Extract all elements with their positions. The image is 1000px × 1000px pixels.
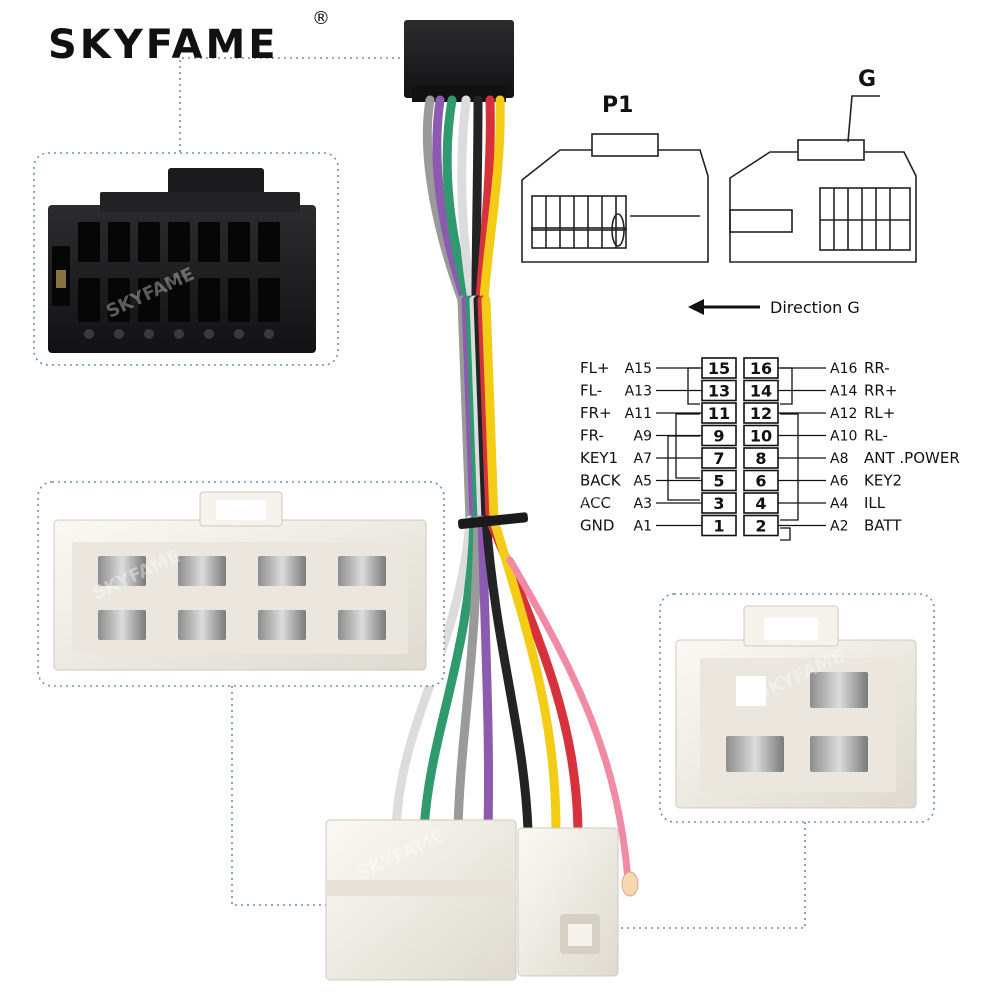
pin-name-right: ILL (864, 494, 886, 512)
pin-code-right: A12 (830, 406, 857, 422)
pin-number-right: 2 (755, 517, 766, 536)
pin-name-left: FL+ (580, 359, 610, 377)
pin-code-right: A16 (830, 361, 857, 377)
pin-code-left: A15 (625, 361, 652, 377)
pin-code-left: A9 (634, 429, 652, 445)
pin-number-right: 16 (750, 359, 772, 378)
brand-logo: SKYFAME (48, 22, 279, 68)
pin-number-right: 6 (755, 472, 766, 491)
pin-number-left: 7 (713, 449, 724, 468)
callout-lines (179, 57, 806, 929)
pin-number-left: 15 (708, 359, 730, 378)
pin-code-right: A10 (830, 429, 857, 445)
pin-number-right: 10 (750, 427, 772, 446)
cable-white-connector-small (517, 827, 619, 977)
pin-number-left: 3 (713, 494, 724, 513)
pin-jumper-line (780, 367, 793, 405)
cable-white-connector-large (325, 819, 517, 981)
pin-number-right: 14 (750, 382, 772, 401)
label-p1: P1 (602, 93, 633, 118)
pin-name-left: FL- (580, 382, 602, 400)
pin-name-left: KEY1 (580, 449, 618, 467)
pin-jumper-line (780, 413, 799, 521)
pin-code-right: A2 (830, 519, 848, 535)
pin-code-left: A3 (634, 496, 652, 512)
pin-code-left: A1 (634, 519, 652, 535)
pin-number-left: 1 (713, 517, 724, 536)
black-connector-photo (33, 152, 339, 366)
pin-number-left: 13 (708, 382, 730, 401)
connector-g-drawing (729, 95, 917, 263)
pin-name-left: FR- (580, 427, 604, 445)
pin-name-right: RR- (864, 359, 890, 377)
pin-name-left: FR+ (580, 404, 612, 422)
pin-number-left: 5 (713, 472, 724, 491)
pin-number-left: 11 (708, 404, 730, 423)
white-connector-large-photo (37, 481, 445, 687)
pin-code-left: A5 (634, 474, 652, 490)
label-g: G (858, 67, 876, 92)
pin-jumper-line (675, 413, 700, 479)
white-connector-small-photo (659, 593, 935, 823)
pin-number-right: 12 (750, 404, 772, 423)
pin-code-right: A14 (830, 384, 857, 400)
pin-number-right: 8 (755, 449, 766, 468)
pin-code-right: A6 (830, 474, 849, 490)
pin-name-right: RL- (864, 427, 888, 445)
wire-bundle (391, 95, 632, 884)
pin-name-right: RL+ (864, 404, 895, 422)
pin-name-right: RR+ (864, 382, 897, 400)
pin-code-left: A11 (625, 406, 652, 422)
pin-code-right: A8 (830, 451, 848, 467)
pin-number-left: 9 (713, 427, 724, 446)
registered-mark: ® (312, 8, 330, 29)
pin-jumper-line (780, 527, 791, 541)
pin-name-right: BATT (864, 517, 902, 535)
pin-jumper-line (667, 435, 700, 501)
pin-name-right: ANT .POWER (864, 449, 960, 467)
direction-label: Direction G (770, 298, 860, 317)
cable-black-connector (404, 20, 514, 102)
pink-wire-tip (621, 871, 639, 897)
pin-name-left: ACC (580, 494, 611, 512)
pin-name-right: KEY2 (864, 472, 902, 490)
pin-number-right: 4 (755, 494, 766, 513)
black-connector-16pin (48, 168, 316, 353)
pin-name-left: GND (580, 517, 614, 535)
pin-code-right: A4 (830, 496, 849, 512)
pin-code-left: A7 (634, 451, 652, 467)
direction-arrow-icon (688, 299, 760, 315)
pin-name-left: BACK (580, 472, 622, 490)
pin-code-left: A13 (625, 384, 652, 400)
pin-jumper-line (687, 367, 700, 405)
connector-p1-drawing (521, 133, 709, 263)
